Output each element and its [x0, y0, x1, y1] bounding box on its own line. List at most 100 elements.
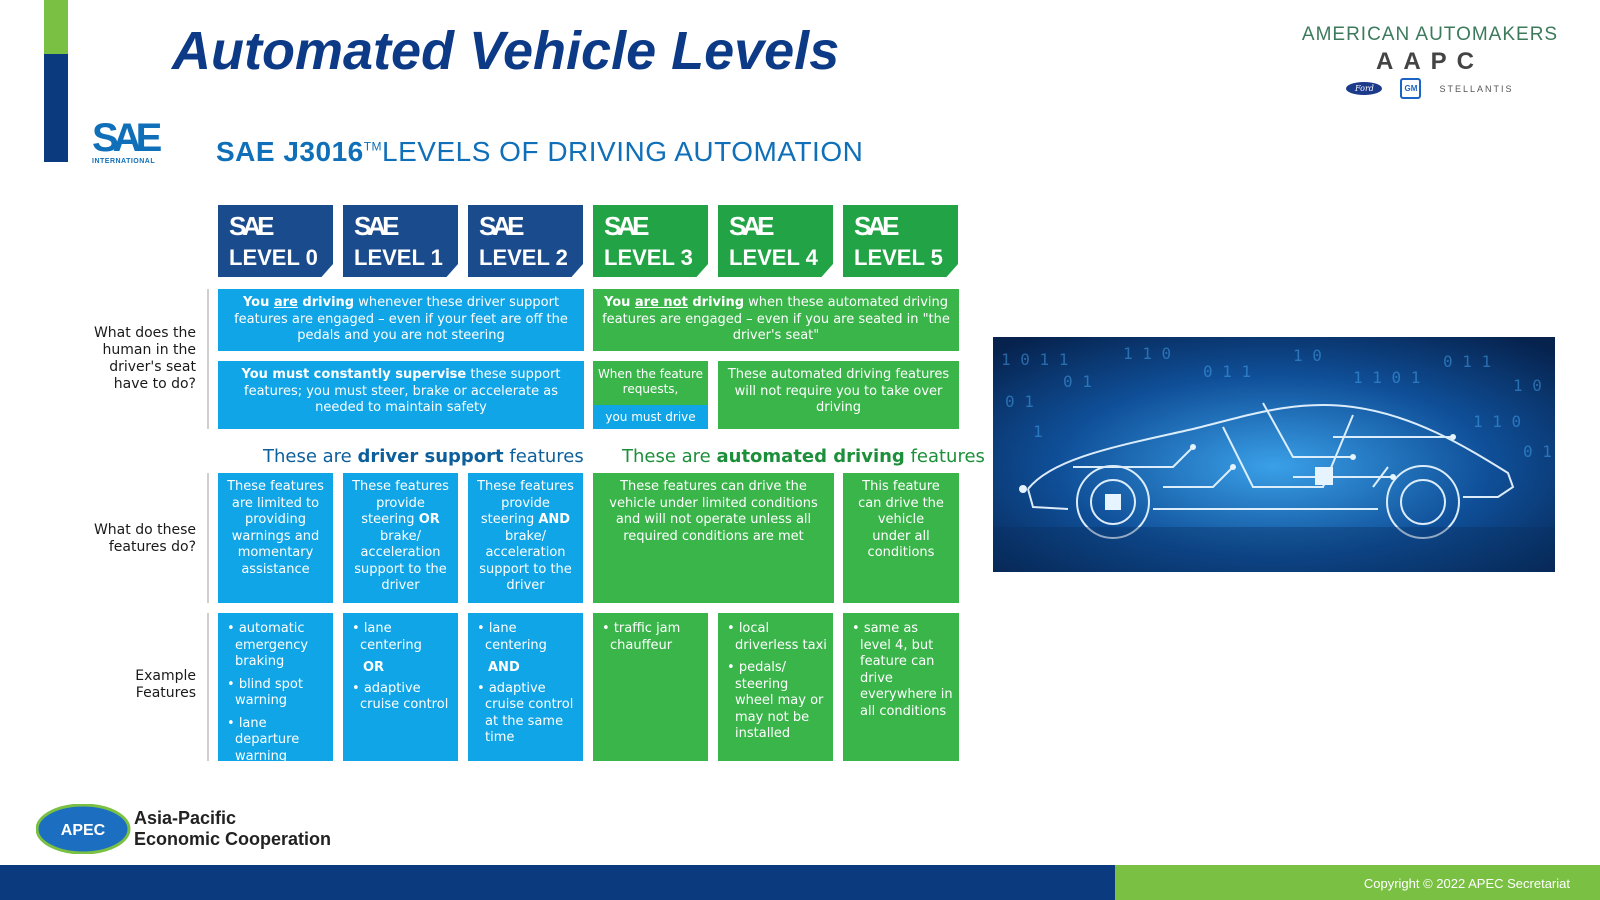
level-1-header: SAE LEVEL 1 [343, 205, 458, 277]
example-item: • lane departure warning [227, 715, 300, 764]
accent-bar-navy [44, 54, 68, 162]
apec-badge-text: APEC [61, 822, 106, 839]
text-supervise-bold: You must constantly supervise [241, 367, 467, 382]
accent-bar-green [44, 0, 68, 54]
features-level-2-cell: These features provide steering AND brak… [468, 473, 583, 603]
text-and: AND [538, 512, 571, 527]
level-4-5-no-takeover-cell: These automated driving features will no… [718, 361, 959, 429]
text-you: You [603, 295, 635, 310]
example-item: • adaptive cruise control [352, 680, 449, 713]
example-text: adaptive cruise control [360, 680, 449, 713]
text-feature-requests: When the feature requests, [597, 367, 704, 396]
features-level-1-cell: These features provide steering OR brake… [343, 473, 458, 603]
text-pre: These features provide steering [352, 479, 449, 527]
text-post: brake/ acceleration support to the drive… [354, 528, 447, 594]
row-label-features: What do these features do? [93, 522, 196, 555]
example-text: automatic emergency braking [235, 621, 309, 669]
sae-mark: SAE [354, 211, 400, 241]
aapc-logo-line1: AMERICAN AUTOMAKERS [1301, 24, 1559, 45]
level-5-header: SAE LEVEL 5 [843, 205, 958, 277]
example-item: • adaptive cruise control at the same ti… [477, 680, 574, 746]
row-label-human: What does the human in the driver's seat… [93, 325, 196, 392]
aapc-logo: AMERICAN AUTOMAKERS AAPC Ford GM STELLAN… [1290, 24, 1570, 104]
apec-name: Asia-Pacific Economic Cooperation [134, 808, 331, 850]
text-pre: These are [263, 446, 358, 467]
text-post: features [503, 446, 584, 467]
svg-text:0 1: 0 1 [1063, 372, 1092, 391]
page-title: Automated Vehicle Levels [172, 21, 840, 81]
copyright-text: Copyright © 2022 APEC Secretariat [1363, 876, 1570, 891]
features-level-3-4-cell: These features can drive the vehicle und… [593, 473, 834, 603]
example-text: lane centering [360, 621, 422, 653]
example-connector: OR [363, 660, 385, 675]
text-pre: These features provide steering [477, 479, 574, 527]
text-or: OR [418, 512, 440, 527]
text-rest: when these automated driving features ar… [602, 295, 950, 343]
driver-support-label: These are driver support features [263, 446, 584, 467]
automated-driving-label: These are automated driving features [622, 446, 985, 467]
example-item: • automatic emergency braking [227, 621, 309, 669]
svg-text:1 1 0 1: 1 1 0 1 [1353, 368, 1420, 387]
example-connector: AND [488, 660, 520, 675]
level-4-header: SAE LEVEL 4 [718, 205, 833, 277]
example-text: local driverless taxi [735, 621, 827, 653]
example-text: adaptive cruise control at the same time [485, 680, 574, 746]
apec-name-line1: Asia-Pacific [134, 808, 237, 828]
text-are-not: are not [634, 295, 688, 310]
gm-logo: GM [1400, 78, 1422, 99]
circuit-car-image: 1 0 1 10 11 1 0 0 1 11 01 1 0 1 0 1 11 0… [993, 337, 1555, 572]
svg-text:0 1 1: 0 1 1 [1443, 352, 1491, 371]
apec-logo: APEC [36, 804, 131, 854]
level-name: LEVEL 5 [854, 245, 943, 270]
text-driving: driving [687, 295, 745, 310]
svg-text:1 1 0: 1 1 0 [1123, 344, 1171, 363]
text-post: features [904, 446, 985, 467]
level-2-header: SAE LEVEL 2 [468, 205, 583, 277]
text-are: are [273, 295, 298, 310]
example-text: same as level 4, but feature can drive e… [860, 621, 953, 719]
text-rest: whenever these driver support features a… [234, 295, 568, 343]
sae-heading-rest: LEVELS OF DRIVING AUTOMATION [382, 136, 864, 167]
text-you: You [242, 295, 274, 310]
text-bold: driver support [357, 446, 504, 467]
examples-level-4-cell: • local driverless taxi • pedals/ steeri… [718, 613, 833, 761]
sae-heading-tm: TM [363, 139, 383, 154]
sae-international-logo: SAE INTERNATIONAL [92, 118, 172, 166]
example-item: • pedals/ steering wheel may or may not … [727, 660, 824, 741]
example-text: lane centering [485, 621, 547, 653]
example-item: • lane centering [352, 621, 422, 653]
footer-bar-green [1115, 865, 1600, 900]
sae-j3016-heading: SAE J3016TMLEVELS OF DRIVING AUTOMATION [216, 136, 863, 168]
sae-logo-sub: INTERNATIONAL [92, 158, 156, 165]
sae-mark: SAE [854, 211, 900, 241]
sae-mark: SAE [604, 211, 650, 241]
row-label-examples: Example Features [135, 668, 196, 701]
text-bold: automated driving [716, 446, 905, 467]
features-level-0-cell: These features are limited to providing … [218, 473, 333, 603]
sae-logo-mark: SAE [92, 116, 162, 160]
text-pre: These are [622, 446, 717, 467]
aapc-brand-row: Ford GM STELLANTIS [1290, 78, 1570, 99]
sae-mark: SAE [729, 211, 775, 241]
svg-text:1 0 1 1: 1 0 1 1 [1001, 350, 1068, 369]
svg-text:1: 1 [1033, 422, 1043, 441]
example-text: traffic jam chauffeur [610, 621, 681, 653]
svg-text:1 1 0: 1 1 0 [1473, 412, 1521, 431]
row-separator [207, 289, 209, 429]
features-level-5-cell: This feature can drive the vehicle under… [843, 473, 959, 603]
human-support-driving-cell: You are driving whenever these driver su… [218, 289, 584, 351]
example-text: lane departure warning [235, 715, 300, 764]
example-item: • blind spot warning [227, 676, 303, 709]
examples-level-1-cell: • lane centering OR • adaptive cruise co… [343, 613, 458, 761]
svg-text:0 1: 0 1 [1005, 392, 1034, 411]
sae-mark: SAE [229, 211, 275, 241]
svg-text:1 0: 1 0 [1513, 376, 1542, 395]
example-item: • same as level 4, but feature can drive… [852, 621, 953, 719]
row-separator [207, 613, 209, 761]
examples-level-2-cell: • lane centering AND • adaptive cruise c… [468, 613, 583, 761]
text-driving: driving [297, 295, 355, 310]
level-name: LEVEL 1 [354, 245, 443, 270]
level-name: LEVEL 3 [604, 245, 693, 270]
text-post: brake/ acceleration support to the drive… [479, 528, 572, 594]
example-text: blind spot warning [235, 676, 303, 709]
